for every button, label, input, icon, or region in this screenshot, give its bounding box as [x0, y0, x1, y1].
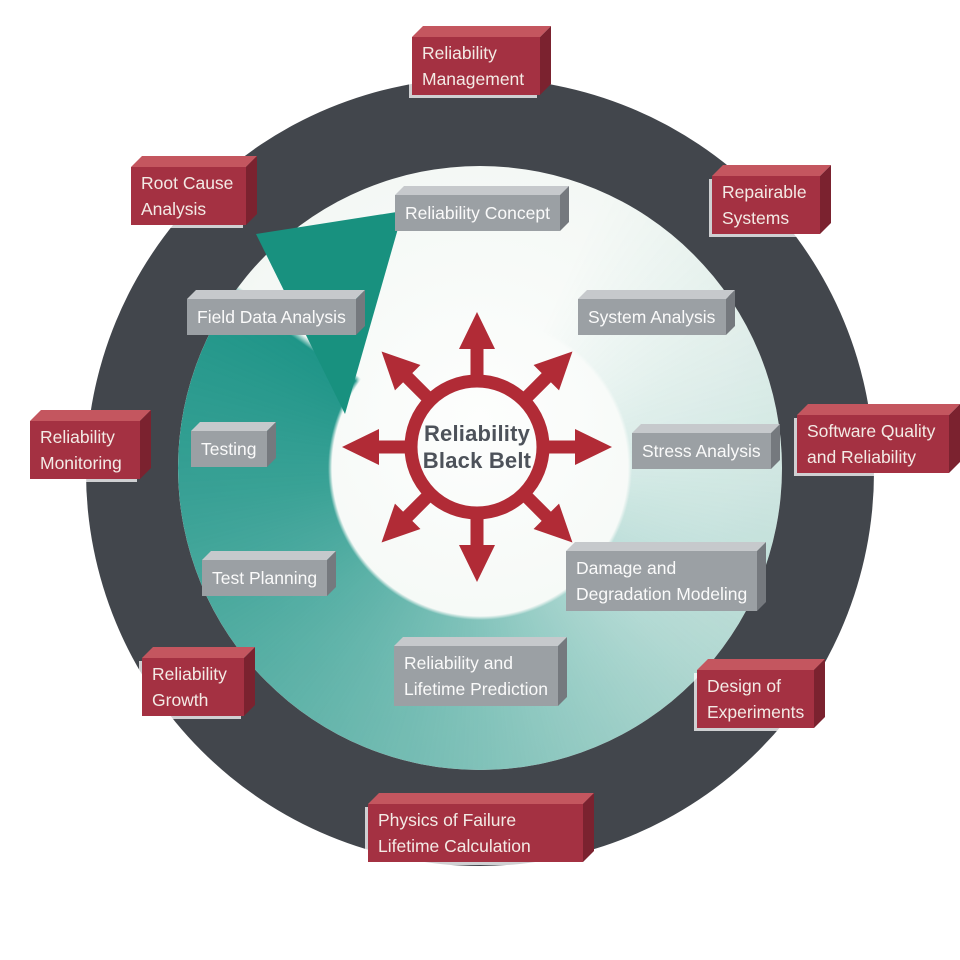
inner-box-label: Damage and [576, 558, 677, 578]
inner-box-field-data-analysis: Field Data Analysis [187, 299, 356, 335]
inner-box-label: Lifetime Prediction [404, 679, 548, 699]
outer-box-label: Physics of Failure [378, 810, 517, 830]
inner-box-label: Stress Analysis [642, 441, 761, 461]
inner-box-system-analysis: System Analysis [578, 299, 726, 335]
inner-box-label: Test Planning [212, 568, 318, 588]
hub-title-line: Reliability [423, 421, 531, 446]
outer-box-repairable-systems: Repairable Systems [712, 176, 820, 234]
inner-box-label: System Analysis [588, 307, 716, 327]
outer-box-label: and Reliability [807, 447, 916, 467]
outer-box-label: Monitoring [40, 453, 122, 473]
inner-box-label: Degradation Modeling [576, 584, 748, 604]
outer-box-label: Root Cause [141, 173, 234, 193]
outer-box-label: Growth [152, 690, 209, 710]
outer-box-root-cause-analysis: Root Cause Analysis [131, 167, 246, 225]
outer-box-label: Reliability [422, 43, 497, 63]
inner-box-damage-degradation-modeling: Damage and Degradation Modeling [566, 551, 758, 611]
outer-box-label: Analysis [141, 199, 207, 219]
inner-box-reliability-concept: Reliability Concept [395, 195, 560, 231]
outer-box-label: Lifetime Calculation [378, 836, 531, 856]
outer-box-reliability-management: Reliability Management [412, 37, 540, 95]
inner-box-label: Field Data Analysis [197, 307, 346, 327]
outer-box-label: Software Quality [807, 421, 936, 441]
inner-box-label: Reliability and [404, 653, 513, 673]
outer-box-physics-of-failure: Physics of Failure Lifetime Calculation [368, 804, 583, 862]
outer-box-label: Reliability [152, 664, 227, 684]
hub-title-line: Black Belt [422, 448, 532, 473]
inner-box-reliability-lifetime-prediction: Reliability and Lifetime Prediction [394, 646, 558, 706]
outer-box-reliability-monitoring: Reliability Monitoring [30, 421, 140, 479]
inner-box-test-planning: Test Planning [202, 560, 328, 596]
outer-box-label: Reliability [40, 427, 115, 447]
outer-box-design-of-experiments: Design of Experiments [697, 670, 815, 728]
outer-box-label: Systems [722, 208, 790, 228]
outer-box-label: Experiments [707, 702, 805, 722]
outer-box-label: Management [422, 69, 525, 89]
outer-box-label: Design of [707, 676, 781, 696]
inner-box-testing: Testing [191, 431, 267, 467]
outer-box-reliability-growth: Reliability Growth [142, 658, 244, 716]
inner-box-label: Reliability Concept [405, 203, 550, 223]
inner-box-stress-analysis: Stress Analysis [632, 433, 771, 469]
hub-title: Reliability Black Belt [377, 420, 577, 474]
outer-box-software-quality-reliability: Software Quality and Reliability [797, 415, 949, 473]
inner-box-label: Testing [201, 439, 257, 459]
outer-box-label: Repairable [722, 182, 807, 202]
